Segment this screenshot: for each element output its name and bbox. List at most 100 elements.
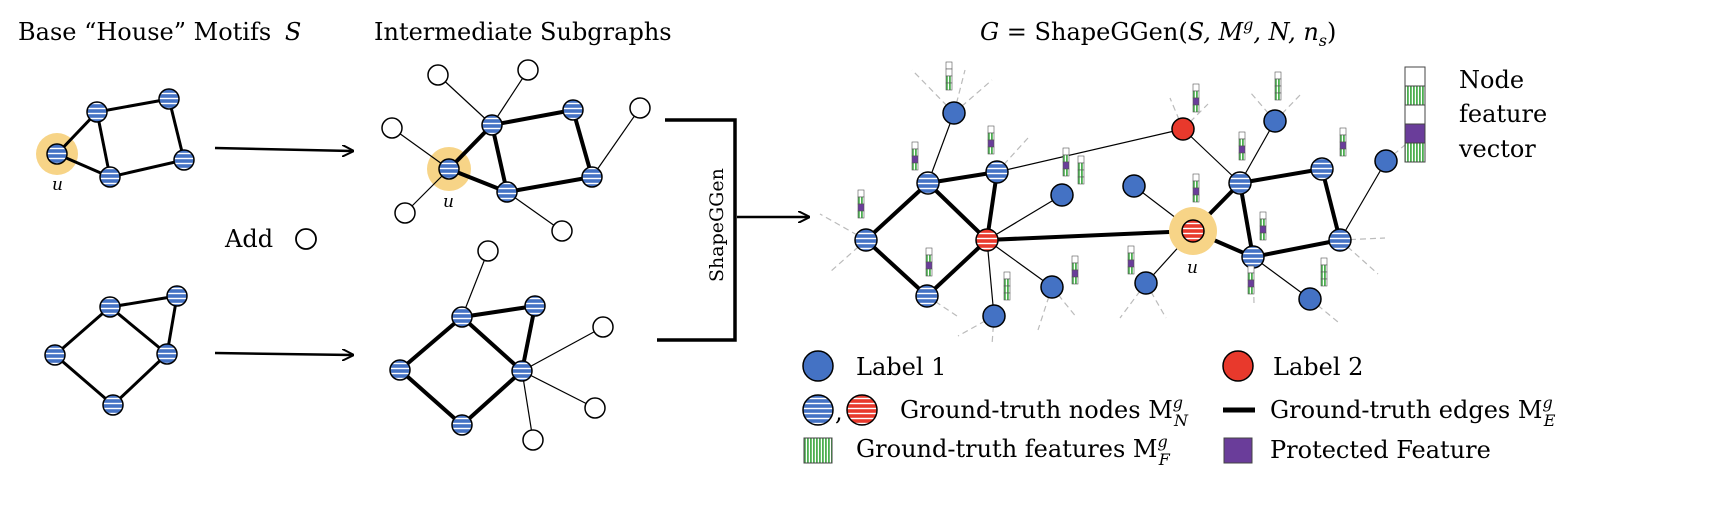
feature-vector-icon	[1077, 155, 1085, 185]
added-node	[629, 97, 651, 119]
title-base-motifs: Base “House” Motifs S	[18, 18, 301, 46]
u-label-base: u	[52, 175, 63, 195]
shapeggen-bracket	[657, 118, 737, 342]
feature-vector-icon	[925, 247, 933, 277]
feature-vector-icon	[1071, 255, 1079, 285]
feature-vector-icon	[1238, 131, 1246, 161]
gt-node	[1328, 228, 1352, 252]
gt-node	[1228, 171, 1252, 195]
legend-gt-node-red	[846, 394, 878, 426]
feature-vector-icon	[911, 141, 919, 171]
add-label: Add	[224, 225, 273, 253]
gt-node	[524, 295, 546, 317]
added-node	[551, 220, 573, 242]
label2-node	[1171, 117, 1195, 141]
result-nodes	[854, 101, 1398, 328]
gt-node	[99, 166, 121, 188]
dashed-stubs	[819, 69, 1419, 346]
gt-node	[156, 343, 178, 365]
feature-vector-icon	[1192, 173, 1200, 203]
gt-node	[916, 171, 940, 195]
u-label-result: u	[1187, 258, 1198, 278]
label1-node	[982, 304, 1006, 328]
result-graph	[819, 61, 1419, 346]
formula-g: G	[980, 18, 999, 46]
label1-node	[1298, 287, 1322, 311]
gt-edges	[864, 167, 1342, 298]
gt-node	[511, 360, 533, 382]
gt-node	[985, 160, 1009, 184]
feature-vector-icon	[1062, 147, 1070, 177]
gt-node	[46, 143, 68, 165]
feature-vector-icon	[1192, 83, 1200, 113]
gt-node	[102, 394, 124, 416]
legend-label2-text: Label 2	[1273, 353, 1363, 381]
title-result-formula: G = ShapeGGen(S, Mg, N, ns)	[980, 15, 1336, 50]
gt-node	[854, 228, 878, 252]
gt-node	[173, 149, 195, 171]
formula-args: S, M	[1188, 18, 1245, 46]
added-node	[584, 397, 606, 419]
gt-node	[496, 181, 518, 203]
gt-node-red	[975, 228, 999, 252]
feature-vector-icon	[1003, 271, 1011, 301]
formula-sub: s	[1319, 31, 1327, 50]
title-base-motifs-text: Base “House” Motifs	[18, 18, 271, 46]
label1-node	[1040, 275, 1064, 299]
gt-node	[915, 284, 939, 308]
formula-close: )	[1327, 18, 1336, 46]
feature-vector-icon	[1339, 127, 1347, 157]
legend-gt-node-blue	[802, 394, 834, 426]
added-node	[517, 59, 539, 81]
feature-vector-legend-icon	[1404, 66, 1426, 163]
gt-node	[389, 359, 411, 381]
legend-gt-feature-swatch	[803, 437, 833, 464]
gt-node	[451, 414, 473, 436]
intermediate-subgraph-2	[389, 240, 614, 451]
gt-node	[44, 344, 66, 366]
gt-node	[99, 296, 121, 318]
formula-sup: g	[1243, 15, 1253, 34]
legend-label2-swatch	[1222, 350, 1254, 382]
feature-legend-line1: Node	[1459, 66, 1524, 94]
feature-vectors	[857, 61, 1347, 301]
label1-node	[1134, 271, 1158, 295]
feature-vector-icon	[1274, 71, 1282, 101]
add-node-icon	[295, 228, 317, 250]
gt-node	[481, 114, 503, 136]
formula-rest: , N, n	[1253, 18, 1318, 46]
gt-node-red	[1181, 219, 1205, 243]
feature-vector-icon	[987, 125, 995, 155]
feature-vector-icon	[1247, 265, 1255, 295]
added-node	[477, 240, 499, 262]
added-node	[592, 316, 614, 338]
title-base-motifs-symbol: S	[285, 18, 301, 46]
label1-node	[1263, 109, 1287, 133]
feature-vector-icon	[1127, 245, 1135, 275]
gt-node	[581, 166, 603, 188]
label1-node	[1374, 149, 1398, 173]
added-node	[381, 117, 403, 139]
u-label-intermediate: u	[443, 192, 454, 212]
label1-node	[942, 101, 966, 125]
legend-protected-text: Protected Feature	[1270, 436, 1491, 464]
feature-vector-icon	[857, 189, 865, 219]
legend-comma: ,	[835, 398, 843, 426]
feature-vector-icon	[1320, 257, 1328, 287]
legend-label1-swatch	[802, 350, 834, 382]
label1-node	[1050, 183, 1074, 207]
feature-legend-line3: vector	[1458, 135, 1536, 163]
label1-node	[1122, 174, 1146, 198]
feature-legend-line2: feature	[1459, 100, 1547, 128]
formula-eq: = ShapeGGen(	[999, 18, 1188, 46]
feature-vector-icon	[1259, 211, 1267, 241]
shapeggen-label: ShapeGGen	[706, 168, 728, 282]
arrow-to-intermediate-1	[214, 148, 352, 151]
base-motif-1	[36, 88, 195, 188]
gt-node	[451, 306, 473, 328]
gt-node	[438, 158, 460, 180]
